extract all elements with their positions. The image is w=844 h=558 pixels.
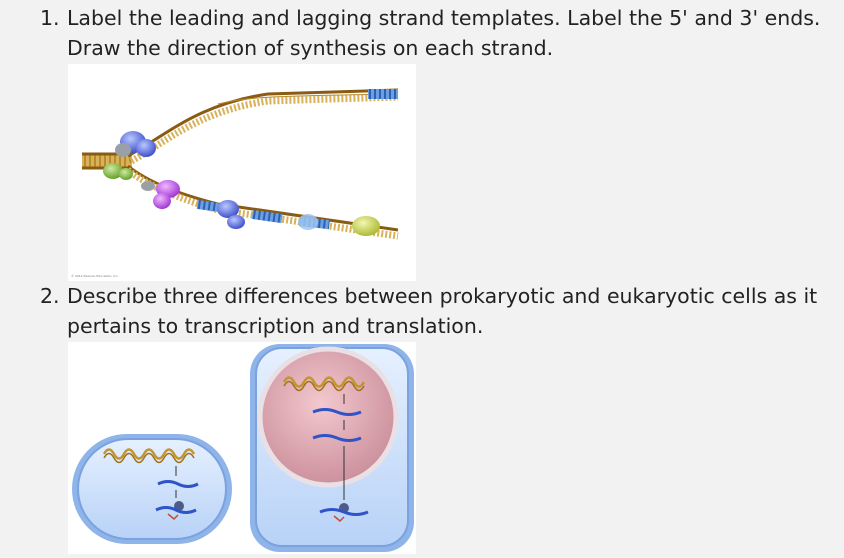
question-1-text: Label the leading and lagging strand tem…: [67, 6, 821, 60]
dna-replication-fork-illustration: [82, 88, 399, 240]
question-2-text: Describe three differences between proka…: [67, 284, 818, 338]
question-1: 1. Label the leading and lagging strand …: [40, 3, 840, 63]
cells-figure: [68, 342, 416, 554]
question-2-number: 2.: [40, 284, 60, 308]
question-1-number: 1.: [40, 6, 60, 30]
copyright-text: © 2012 Pearson Education, Inc.: [71, 274, 119, 278]
replication-fork-figure: © 2012 Pearson Education, Inc.: [68, 64, 416, 281]
question-2: 2. Describe three differences between pr…: [40, 281, 840, 341]
prokaryotic-eukaryotic-cell-illustration: [72, 344, 414, 552]
